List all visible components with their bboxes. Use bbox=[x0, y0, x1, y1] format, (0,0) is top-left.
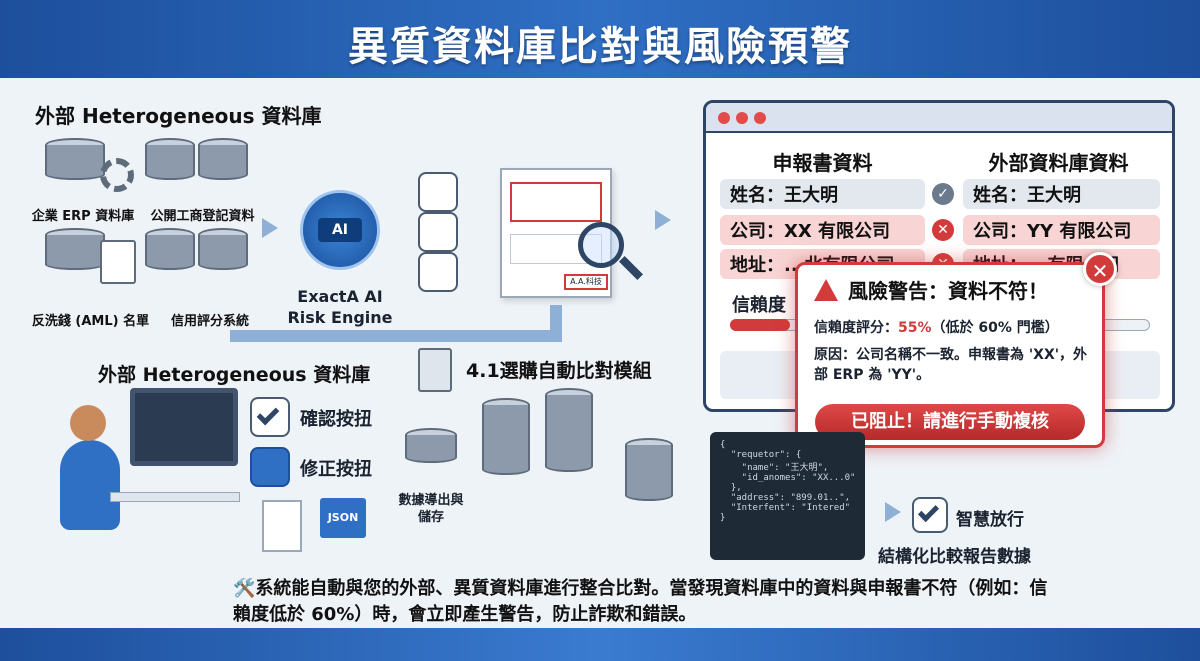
pencil-icon bbox=[250, 447, 290, 487]
cross-icon: ✕ bbox=[932, 219, 954, 241]
arrow-right-icon-3 bbox=[885, 502, 901, 522]
sliders-icon bbox=[418, 172, 458, 212]
col-head-left: 申報書資料 bbox=[772, 151, 873, 175]
engine-label: ExactA AI Risk Engine bbox=[287, 287, 393, 327]
db-stack-icon bbox=[625, 438, 673, 501]
person-icon bbox=[60, 440, 120, 530]
gear-icon bbox=[100, 158, 134, 192]
check-icon: ✓ bbox=[932, 183, 954, 205]
description-text: 🛠️系統能自動與您的外部、異質資料庫進行整合比對。當發現資料庫中的資料與申報書不… bbox=[233, 578, 1048, 625]
document-icon bbox=[262, 500, 302, 552]
db-label-aml: 反洗錢 (AML) 名單 bbox=[31, 314, 150, 329]
db-stack-icon bbox=[482, 398, 530, 475]
filter-icon bbox=[418, 212, 458, 252]
ai-chip: AI bbox=[318, 218, 362, 242]
confidence-bar-fill bbox=[730, 319, 790, 331]
json-file-icon: JSON bbox=[320, 498, 366, 538]
db-label-credit: 信用評分系統 bbox=[170, 314, 249, 329]
alert-reason: 原因：公司名稱不一致。申報書為 'XX'，外部 ERP 為 'YY'。 bbox=[814, 347, 1088, 383]
alert-score-line: 信賴度評分：55%（低於 60% 門檻） bbox=[814, 317, 1059, 337]
row-left-company: 公司：XX 有限公司 bbox=[720, 215, 925, 245]
export-db-icon bbox=[405, 428, 457, 463]
bottom-db-header: 外部 Heterogeneous 資料庫 bbox=[98, 364, 371, 386]
col-head-right: 外部資料庫資料 bbox=[988, 151, 1129, 175]
alert-title: 風險警告：資料不符！ bbox=[848, 279, 1048, 303]
window-dot bbox=[754, 112, 766, 124]
person-head bbox=[70, 405, 106, 441]
report-label: 結構化比較報告數據 bbox=[878, 547, 1031, 567]
smart-pass-label: 智慧放行 bbox=[956, 510, 1024, 530]
fix-button-label[interactable]: 修正按扭 bbox=[300, 459, 372, 480]
row-right-company: 公司：YY 有限公司 bbox=[963, 215, 1160, 245]
window-dot bbox=[718, 112, 730, 124]
db-label-erp: 企業 ERP 資料庫 bbox=[31, 209, 135, 224]
registry-db-icon bbox=[145, 138, 195, 180]
credit-db-icon-2 bbox=[198, 228, 248, 270]
row-right-name: 姓名：王大明 bbox=[963, 179, 1160, 209]
credit-db-icon bbox=[145, 228, 195, 270]
window-titlebar bbox=[706, 103, 1172, 133]
server-icon bbox=[418, 348, 452, 392]
title-banner bbox=[0, 0, 1200, 78]
magnifier-handle bbox=[618, 255, 644, 281]
score-label: 信賴度評分： bbox=[814, 320, 898, 336]
connector-line bbox=[230, 330, 562, 342]
module-title: 4.1選購自動比對模組 bbox=[466, 360, 652, 382]
export-label: 數據導出與儲存 bbox=[398, 493, 464, 525]
erp-db-icon bbox=[45, 138, 105, 180]
score-value: 55% bbox=[898, 320, 932, 336]
arrow-right-icon bbox=[262, 218, 278, 238]
aml-db-icon bbox=[45, 228, 105, 270]
score-note: （低於 60% 門檻） bbox=[931, 320, 1059, 336]
checkbox-icon bbox=[250, 397, 290, 437]
warning-icon bbox=[814, 279, 838, 301]
footer-bar bbox=[0, 628, 1200, 661]
window-dot bbox=[736, 112, 748, 124]
checklist-icon bbox=[100, 240, 136, 284]
magnifier-icon bbox=[578, 222, 624, 268]
registry-db-icon-2 bbox=[198, 138, 248, 180]
db-label-registry: 公開工商登記資料 bbox=[150, 209, 255, 224]
external-db-header: 外部 Heterogeneous 資料庫 bbox=[35, 104, 322, 128]
confirm-button-label[interactable]: 確認按扭 bbox=[300, 409, 372, 430]
checkbox-icon-2 bbox=[912, 497, 948, 533]
close-icon[interactable]: ✕ bbox=[1083, 252, 1117, 286]
trend-icon bbox=[418, 252, 458, 292]
db-stack-icon bbox=[545, 388, 593, 472]
arrow-right-icon-2 bbox=[655, 210, 671, 230]
json-code-panel: { "requetor": { "name": "王大明", "id_anome… bbox=[710, 432, 865, 560]
doc-stamp: A.A.科技 bbox=[564, 274, 608, 290]
page-title: 異質資料庫比對與風險預警 bbox=[348, 24, 852, 70]
confidence-label: 信賴度 bbox=[732, 295, 786, 316]
desk-icon bbox=[110, 492, 240, 502]
monitor-icon bbox=[130, 388, 238, 466]
row-left-name: 姓名：王大明 bbox=[720, 179, 925, 209]
